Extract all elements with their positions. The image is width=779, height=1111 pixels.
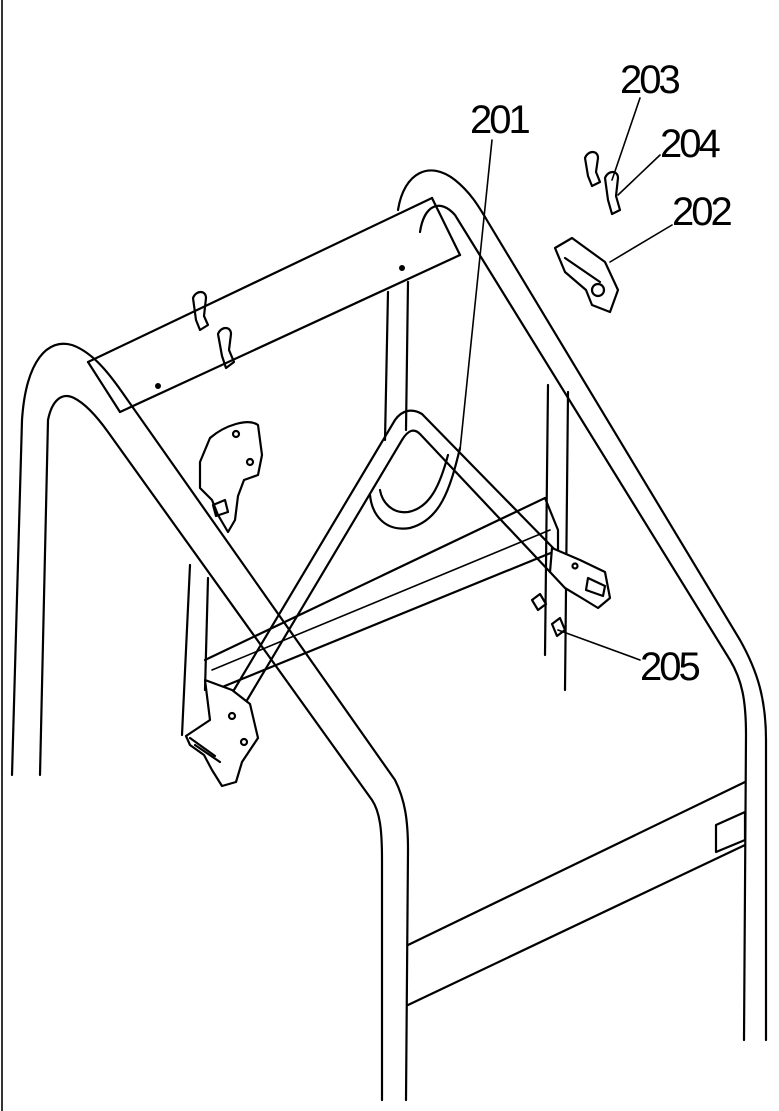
bolt-hole-dot — [399, 265, 405, 271]
part-201-lift-handle — [226, 409, 562, 714]
leader-205 — [557, 629, 641, 661]
bolt-hole-dot — [155, 383, 161, 389]
callout-204: 204 — [660, 122, 720, 166]
rear-upright-left-inner — [404, 280, 410, 432]
frame-slot — [714, 810, 747, 854]
part-205-pins — [530, 592, 567, 638]
callout-203: 203 — [620, 58, 679, 102]
cross-bar-mid — [203, 496, 560, 694]
frame-tube-front — [10, 342, 410, 1102]
leader-201 — [459, 139, 493, 451]
mid-bar-bottom — [211, 529, 551, 671]
leader-204 — [617, 154, 661, 196]
rear-upright-left — [383, 290, 390, 442]
front-upright-inner-2 — [203, 576, 210, 692]
cross-bar-bottom — [406, 780, 747, 1007]
leader-203 — [611, 97, 641, 181]
front-upright-inner — [180, 563, 192, 737]
cross-bar-top — [86, 196, 462, 414]
rear-upright-right-inner — [563, 390, 570, 692]
callout-205: 205 — [640, 645, 699, 689]
handle-bracket-right — [548, 546, 612, 610]
pin-pair-top — [191, 290, 236, 370]
rear-upright-right — [543, 383, 550, 657]
frame-tube-back — [396, 169, 768, 1042]
part-203-pin — [583, 150, 602, 188]
callout-201: 201 — [470, 98, 529, 142]
mount-plate-left — [198, 421, 264, 534]
part-204-pin — [603, 170, 622, 216]
leader-202 — [609, 224, 673, 263]
part-202-bracket — [553, 236, 620, 314]
callout-202: 202 — [672, 190, 731, 234]
handle-bracket-left — [184, 678, 260, 788]
